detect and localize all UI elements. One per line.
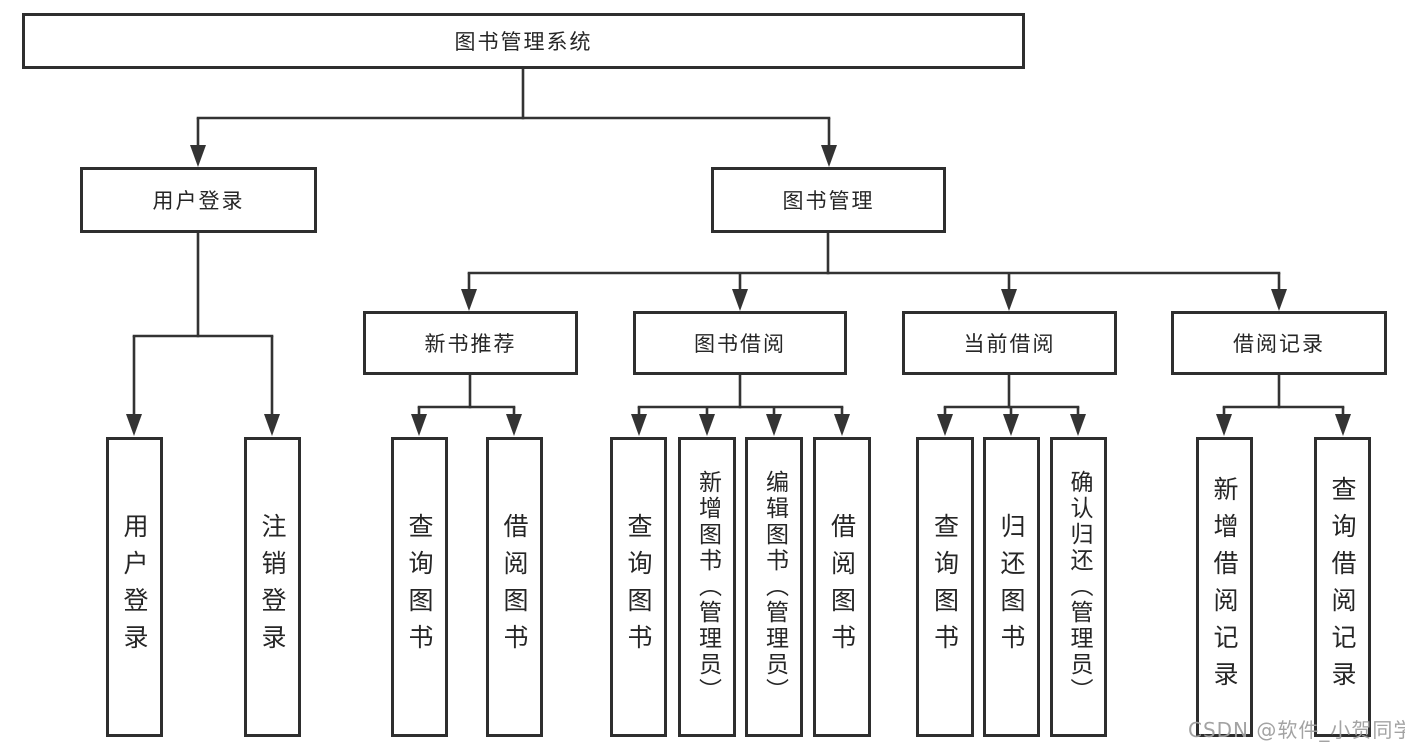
connector-current-borrowing-children <box>937 375 1086 436</box>
connector-book-management-children <box>461 233 1287 311</box>
connector-user-login-children <box>126 233 280 436</box>
node-book-borrowing: 图书借阅 <box>633 311 847 375</box>
node-label: 查询图书 <box>405 513 434 661</box>
node-user-login: 用户登录 <box>80 167 317 233</box>
node-new-book-recommendation: 新书推荐 <box>363 311 578 375</box>
node-label: 查询图书 <box>930 513 960 661</box>
connector-borrowing-records-children <box>1216 375 1351 436</box>
node-label: 新增借阅记录 <box>1210 476 1239 698</box>
node-label: 用户登录 <box>152 189 245 213</box>
leaf-query-books-current: 查询图书 <box>916 437 974 737</box>
node-label: 查询借阅记录 <box>1328 476 1357 698</box>
node-label: 当前借阅 <box>963 332 1056 356</box>
leaf-add-borrow-record: 新增借阅记录 <box>1196 437 1253 737</box>
node-book-management: 图书管理 <box>711 167 946 233</box>
node-library-management-system: 图书管理系统 <box>22 13 1025 69</box>
leaf-user-login: 用户登录 <box>106 437 163 737</box>
node-label: 借阅图书 <box>500 513 529 661</box>
node-label: 编辑图书（管理员） <box>761 470 788 704</box>
leaf-logout: 注销登录 <box>244 437 301 737</box>
leaf-borrow-books-recommend: 借阅图书 <box>486 437 543 737</box>
node-label: 借阅图书 <box>827 513 857 661</box>
node-label: 图书借阅 <box>694 332 786 356</box>
node-current-borrowing: 当前借阅 <box>902 311 1117 375</box>
node-label: 注销登录 <box>258 513 287 661</box>
leaf-confirm-return-admin: 确认归还（管理员） <box>1050 437 1107 737</box>
leaf-return-book: 归还图书 <box>983 437 1040 737</box>
leaf-add-book-admin: 新增图书（管理员） <box>678 437 736 737</box>
node-label: 确认归还（管理员） <box>1066 470 1092 704</box>
leaf-edit-book-admin: 编辑图书（管理员） <box>745 437 803 737</box>
leaf-query-books-borrow: 查询图书 <box>610 437 667 737</box>
node-label: 归还图书 <box>997 513 1026 661</box>
connector-new-book-recommendation-children <box>411 375 522 436</box>
node-label: 用户登录 <box>120 513 149 661</box>
leaf-borrow-books: 借阅图书 <box>813 437 871 737</box>
node-label: 新增图书（管理员） <box>694 470 721 704</box>
node-label: 借阅记录 <box>1233 332 1325 356</box>
leaf-query-books-recommend: 查询图书 <box>391 437 448 737</box>
node-label: 图书管理系统 <box>454 30 593 54</box>
connector-book-borrowing-children <box>631 375 850 436</box>
node-label: 新书推荐 <box>424 332 517 356</box>
leaf-query-borrow-record: 查询借阅记录 <box>1314 437 1371 737</box>
connector-root-to-level1 <box>190 69 837 167</box>
csdn-watermark: CSDN @软件_小贺同学 <box>1188 718 1405 742</box>
node-borrowing-records: 借阅记录 <box>1171 311 1387 375</box>
node-label: 图书管理 <box>782 189 875 213</box>
node-label: 查询图书 <box>624 513 653 661</box>
